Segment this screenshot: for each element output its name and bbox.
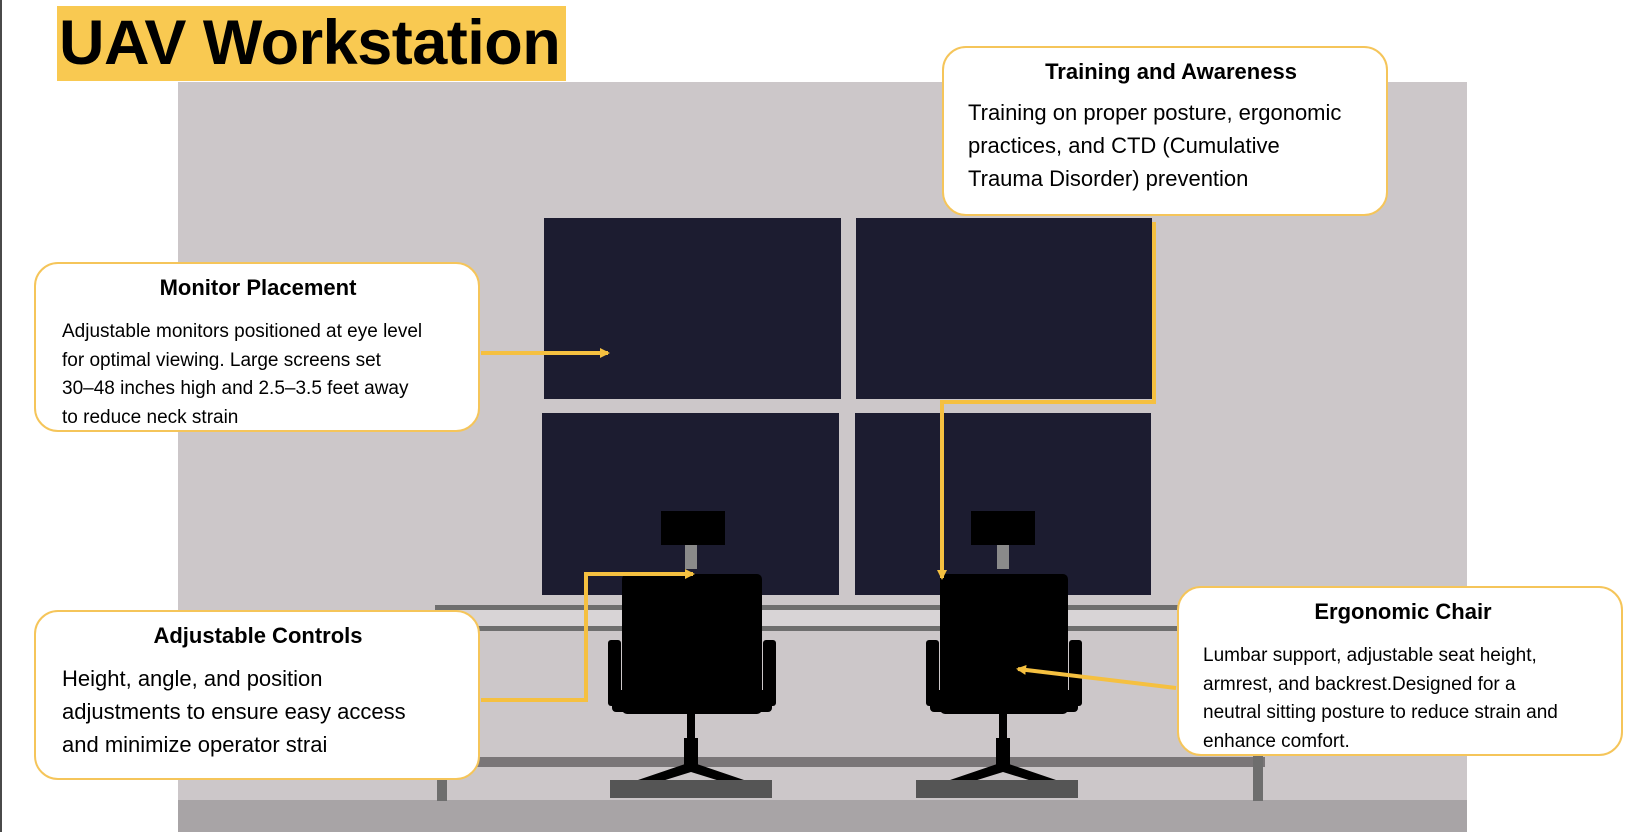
connector-arrows bbox=[481, 222, 1177, 702]
callout-line: and minimize operator strai bbox=[62, 732, 328, 757]
chair-left-headrest-stem bbox=[685, 545, 697, 569]
arrow-training bbox=[937, 222, 1156, 580]
chair-left-headrest bbox=[661, 511, 725, 545]
callout-line: neutral sitting posture to reduce strain… bbox=[1203, 702, 1558, 723]
callout-line: for optimal viewing. Large screens set bbox=[62, 349, 381, 371]
desk-rail bbox=[440, 757, 1265, 767]
callout-line: Training on proper posture, ergonomic bbox=[968, 100, 1342, 125]
chair-right-seat bbox=[930, 690, 1078, 712]
chair-right-headrest-stem bbox=[997, 545, 1009, 569]
chair-right-post bbox=[999, 712, 1007, 740]
callout-heading: Ergonomic Chair bbox=[1314, 599, 1492, 624]
callout-heading: Training and Awareness bbox=[1045, 59, 1297, 84]
chair-right-back bbox=[940, 574, 1068, 714]
callout-ergonomic-chair: Ergonomic Chair Lumbar support, adjustab… bbox=[1177, 586, 1623, 756]
arrow-adjustable-controls bbox=[481, 569, 695, 702]
chair-right-headrest bbox=[971, 511, 1035, 545]
callout-line: Adjustable monitors positioned at eye le… bbox=[62, 321, 423, 342]
callout-training-awareness: Training and Awareness Training on prope… bbox=[942, 46, 1388, 216]
callout-adjustable-controls: Adjustable Controls Height, angle, and p… bbox=[34, 610, 480, 780]
monitor-wall bbox=[542, 218, 1152, 595]
monitor-top-left bbox=[544, 218, 841, 399]
callout-heading: Adjustable Controls bbox=[153, 623, 363, 648]
chair-left-floor-pad bbox=[610, 780, 772, 798]
chair-left-cylinder bbox=[684, 738, 698, 766]
chair-left-back bbox=[622, 574, 762, 714]
page-title: UAV Workstation bbox=[59, 8, 561, 78]
chair-right-armrest-left bbox=[926, 640, 939, 706]
chair-right-floor-pad bbox=[916, 780, 1078, 798]
callout-line: enhance comfort. bbox=[1203, 730, 1350, 752]
callout-heading: Monitor Placement bbox=[159, 275, 357, 300]
chair-left-armrest-left bbox=[608, 640, 621, 706]
monitor-top-right bbox=[856, 218, 1152, 399]
callout-line: Height, angle, and position bbox=[62, 666, 323, 691]
chair-left-seat bbox=[612, 690, 772, 712]
callout-line: practices, and CTD (Cumulative bbox=[968, 133, 1280, 158]
callout-line: armrest, and backrest.Designed for a bbox=[1203, 673, 1516, 695]
callout-body: Height, angle, and position adjustments … bbox=[62, 662, 454, 761]
floor-strip bbox=[178, 800, 1467, 832]
callout-line: 30–48 inches high and 2.5–3.5 feet away bbox=[62, 378, 409, 399]
chair-right-cylinder bbox=[996, 738, 1010, 766]
callout-line: Lumbar support, adjustable seat height, bbox=[1203, 645, 1537, 666]
chair-left-armrest-right bbox=[763, 640, 776, 706]
callout-body: Adjustable monitors positioned at eye le… bbox=[62, 318, 454, 432]
callout-monitor-placement: Monitor Placement Adjustable monitors po… bbox=[34, 262, 480, 432]
callout-line: Trauma Disorder) prevention bbox=[968, 166, 1249, 191]
arrow-ergonomic-chair bbox=[1016, 664, 1177, 690]
chair-right-armrest-right bbox=[1069, 640, 1082, 706]
callout-body: Lumbar support, adjustable seat height, … bbox=[1203, 642, 1603, 756]
left-border-line bbox=[0, 0, 2, 832]
chair-left-post bbox=[687, 712, 695, 740]
callout-line: to reduce neck strain bbox=[62, 406, 239, 428]
title-banner: UAV Workstation bbox=[57, 6, 567, 81]
desk-top-highlight bbox=[440, 610, 1260, 626]
chair-left bbox=[608, 511, 776, 798]
callout-line: adjustments to ensure easy access bbox=[62, 699, 406, 724]
chair-right bbox=[916, 511, 1082, 798]
callout-body: Training on proper posture, ergonomic pr… bbox=[968, 96, 1374, 195]
